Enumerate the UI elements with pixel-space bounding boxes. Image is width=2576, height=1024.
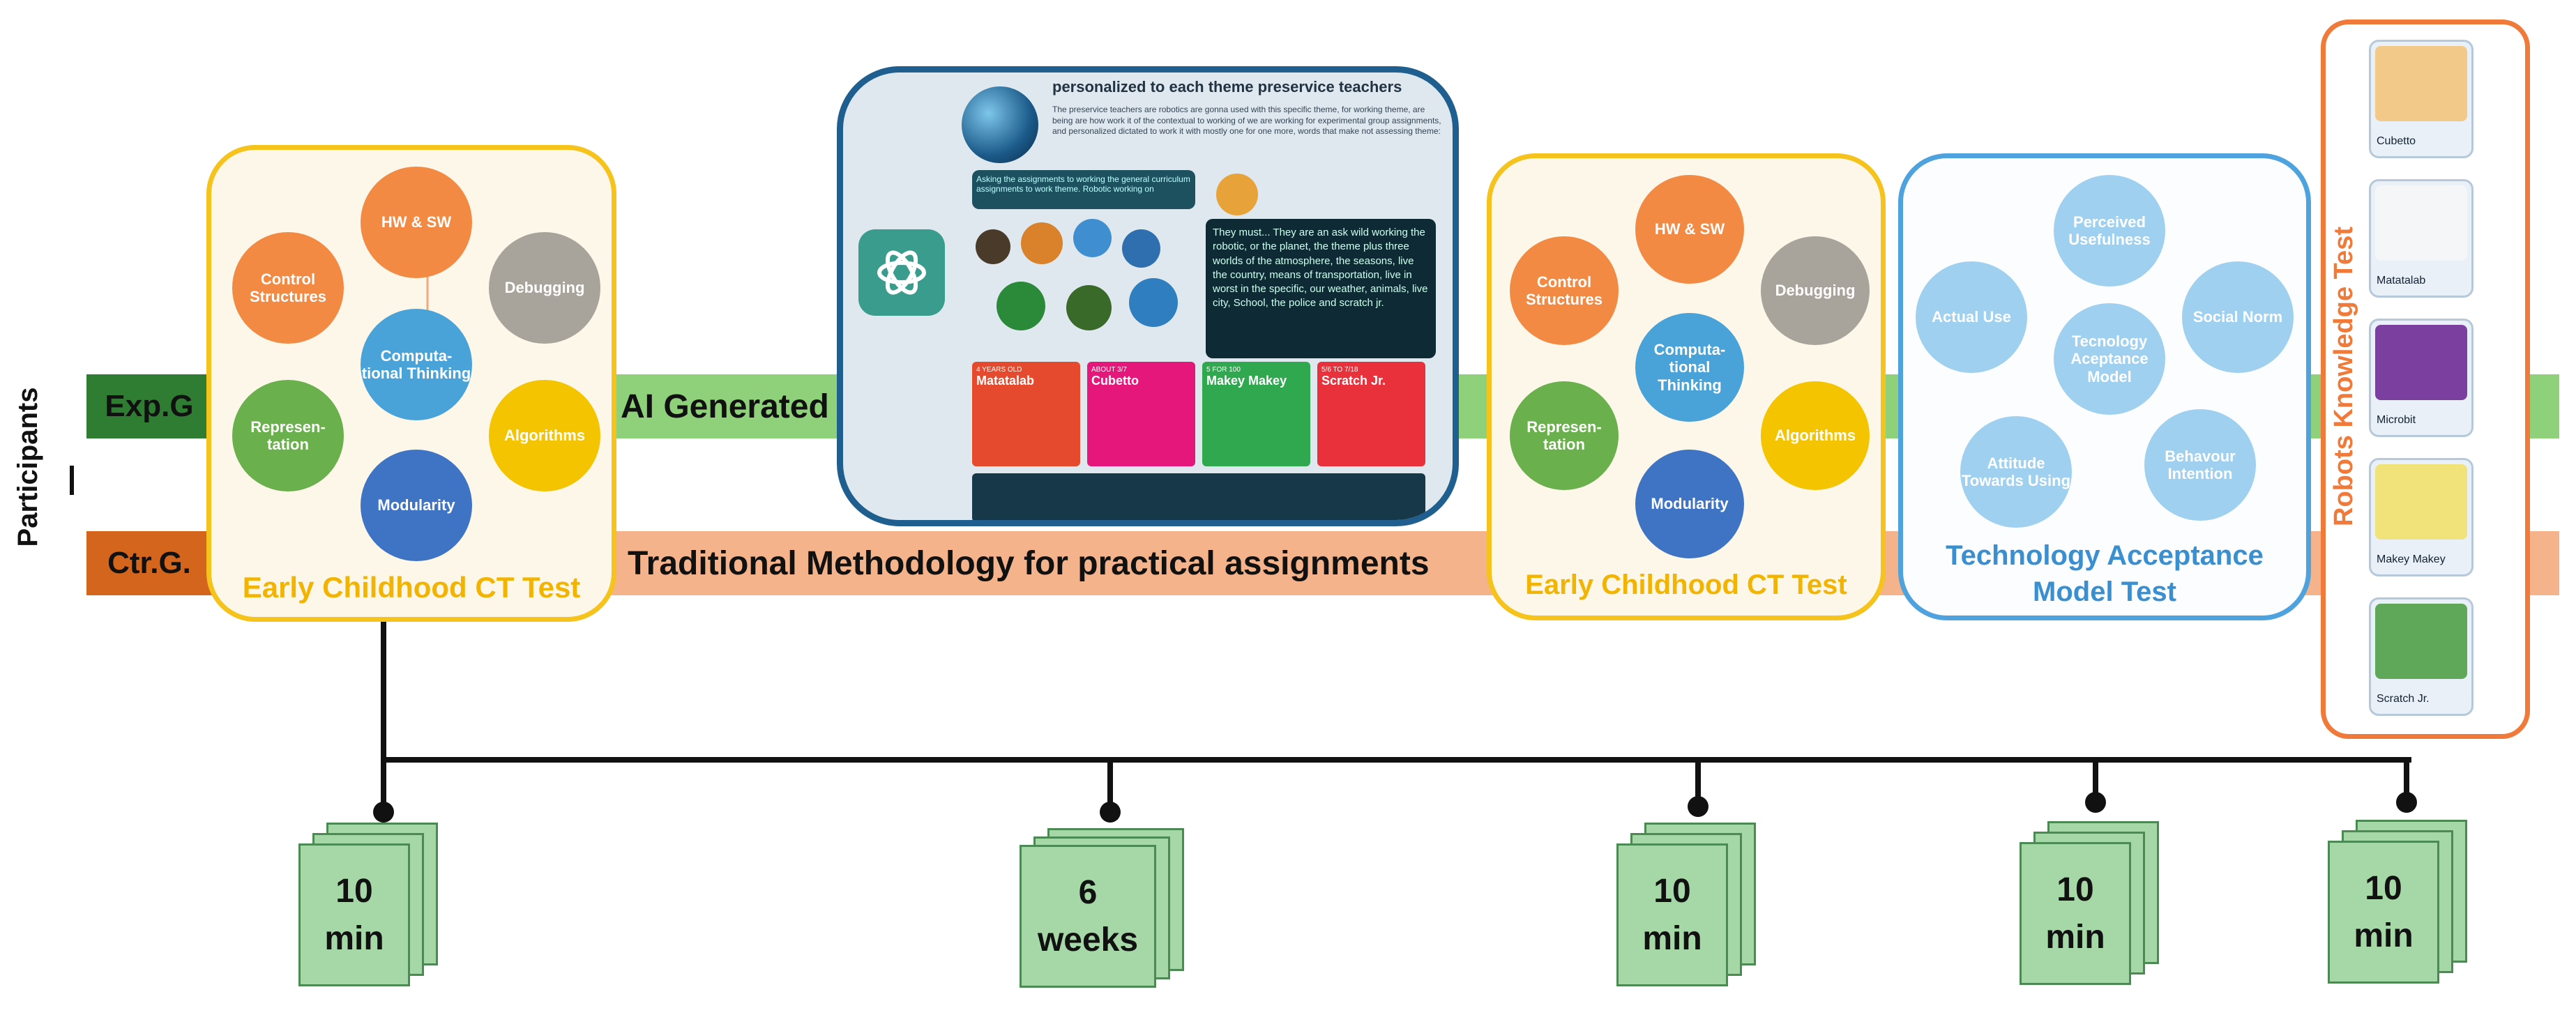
- timeline-vertical-start: [381, 622, 386, 761]
- duration-unit: weeks: [1037, 921, 1139, 958]
- ai-bubble-right: They must... They are an ask wild workin…: [1206, 219, 1436, 358]
- robot-item-microbit: Microbit: [2369, 319, 2473, 437]
- saturn-image: [1216, 174, 1258, 215]
- robot-card-age: 5 FOR 100: [1206, 366, 1241, 374]
- ai-panel-intro: The preservice teachers are robotics are…: [1052, 105, 1441, 137]
- ctr-group-label: Ctr.G.: [86, 531, 212, 595]
- tam-test-panel: Tecnology Aceptance Model Perceived Usef…: [1898, 153, 2311, 620]
- robot-card-name: Makey Makey: [1206, 374, 1287, 388]
- tam-node-actual-use: Actual Use: [1916, 261, 2027, 373]
- ct-node-algorithms: Algorithms: [1761, 381, 1870, 490]
- duration-value: 10: [2365, 870, 2402, 908]
- robots-test-panel: Robots Knowledge Test Cubetto Matatalab …: [2321, 20, 2530, 739]
- ct-node-hw-sw: HW & SW: [361, 167, 472, 278]
- ct-center-node: Computa-tional Thinking: [1635, 313, 1744, 422]
- duration-stack-3: 10 min: [1616, 823, 1770, 997]
- earth-image: [962, 86, 1038, 163]
- tam-node-attitude: Attitude Towards Using: [1960, 416, 2072, 528]
- timeline-stem: [1695, 760, 1701, 802]
- duration-value: 10: [335, 873, 373, 910]
- timeline-stem: [2093, 760, 2098, 798]
- timeline-stem: [2404, 760, 2409, 798]
- ct-test-title: Early Childhood CT Test: [1525, 570, 1847, 600]
- robot-card-makey-makey: 5 FOR 100 Makey Makey: [1202, 362, 1310, 466]
- bottom-strip: [972, 473, 1425, 520]
- robot-card-age: 5/6 TO 7/18: [1321, 366, 1358, 374]
- tam-center-node: Tecnology Aceptance Model: [2054, 303, 2165, 415]
- tam-node-perceived-usefulness: Perceived Usefulness: [2054, 175, 2165, 286]
- ct-node-algorithms: Algorithms: [489, 380, 600, 491]
- ct-test-panel-pre: Computa-tional Thinking HW & SW Debuggin…: [206, 145, 616, 622]
- exp-group-label: Exp.G: [86, 374, 212, 438]
- tam-test-title-line2: Model Test: [2033, 576, 2176, 607]
- duration-stack-4: 10 min: [2020, 821, 2173, 995]
- participants-tick: [70, 466, 74, 495]
- ct-node-modularity: Modularity: [361, 450, 472, 561]
- ai-panel-heading: personalized to each theme preservice te…: [1052, 78, 1402, 95]
- robot-card-matatalab: 4 YEARS OLD Matatalab: [972, 362, 1080, 466]
- ctr-group-method: Traditional Methodology for practical as…: [628, 544, 1430, 582]
- duration-unit: min: [1642, 919, 1702, 957]
- duration-value: 6: [1078, 874, 1098, 912]
- robot-item-scratch-jr: Scratch Jr.: [2369, 597, 2473, 716]
- robot-card-age: ABOUT 3/7: [1091, 366, 1127, 374]
- timeline-stem: [381, 760, 386, 809]
- tam-node-behaviour-intention: Behavour Intention: [2144, 409, 2256, 521]
- ct-test-panel-post: Computa-tional Thinking HW & SW Debuggin…: [1487, 153, 1886, 620]
- ct-node-representation: Represen-tation: [232, 380, 344, 491]
- ct-node-control-structures: Control Structures: [232, 232, 344, 344]
- ct-center-node: Computa-tional Thinking: [361, 309, 472, 420]
- ct-test-title: Early Childhood CT Test: [242, 571, 581, 604]
- robots-test-title: Robots Knowledge Test: [2329, 227, 2358, 526]
- duration-stack-5: 10 min: [2328, 820, 2481, 994]
- robot-item-makey-makey: Makey Makey: [2369, 458, 2473, 576]
- duration-value: 10: [2056, 871, 2094, 909]
- robot-card-scratch-jr: 5/6 TO 7/18 Scratch Jr.: [1317, 362, 1425, 466]
- ct-node-modularity: Modularity: [1635, 450, 1744, 558]
- duration-stack-2: 6 weeks: [1020, 828, 1201, 1002]
- ai-bubble-left: Asking the assignments to working the ge…: [972, 170, 1195, 209]
- robot-item-matatalab: Matatalab: [2369, 179, 2473, 298]
- robot-card-age: 4 YEARS OLD: [976, 366, 1022, 374]
- participants-label: Participants: [12, 387, 43, 547]
- tam-node-social-norm: Social Norm: [2182, 261, 2294, 373]
- timeline-stem: [1107, 760, 1113, 809]
- duration-unit: min: [324, 919, 384, 957]
- duration-value: 10: [1653, 873, 1691, 910]
- robot-item-cubetto: Cubetto: [2369, 40, 2473, 158]
- duration-unit: min: [2354, 917, 2414, 954]
- duration-unit: min: [2045, 918, 2105, 956]
- ai-content-panel: personalized to each theme preservice te…: [837, 66, 1459, 526]
- robot-card-name: Scratch Jr.: [1321, 374, 1386, 388]
- ct-node-debugging: Debugging: [1761, 236, 1870, 345]
- ct-node-representation: Represen-tation: [1510, 381, 1619, 490]
- duration-stack-1: 10 min: [298, 823, 452, 997]
- timeline-horizontal: [381, 757, 2411, 763]
- robot-card-name: Cubetto: [1091, 374, 1139, 388]
- ct-node-control-structures: Control Structures: [1510, 236, 1619, 345]
- openai-logo-icon: [858, 229, 945, 316]
- tam-test-title-line1: Technology Acceptance: [1946, 540, 2264, 571]
- robot-card-cubetto: ABOUT 3/7 Cubetto: [1087, 362, 1195, 466]
- ct-node-debugging: Debugging: [489, 232, 600, 344]
- planets-cluster: [969, 215, 1199, 341]
- ct-node-hw-sw: HW & SW: [1635, 175, 1744, 284]
- robot-card-name: Matatalab: [976, 374, 1035, 388]
